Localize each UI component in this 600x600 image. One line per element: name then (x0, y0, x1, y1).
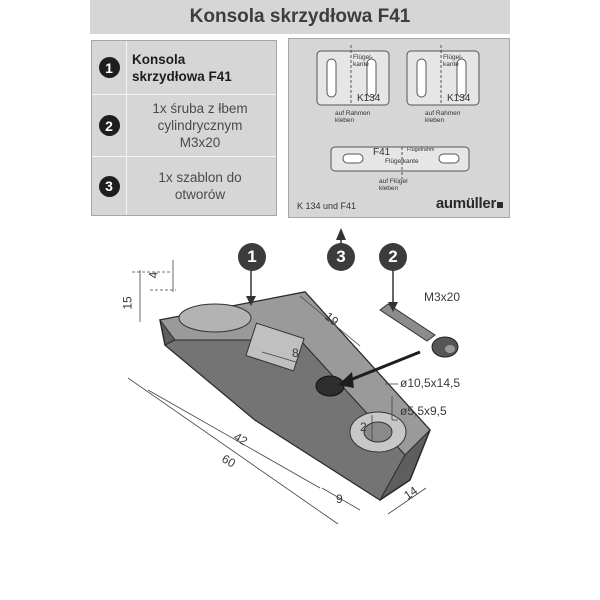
screw-size-label: M3x20 (424, 290, 461, 304)
part-number-badge: 2 (98, 115, 120, 136)
callout-badge-2: 2 (379, 243, 407, 271)
wing-bracket-part (159, 291, 431, 501)
part-description: Konsola skrzydłowa F41 (132, 51, 232, 84)
brand-logo: aumüller (436, 195, 503, 212)
dimension-lines (127, 260, 427, 525)
part-description: 1x śruba z łbem cylindrycznym M3x20 (152, 101, 248, 150)
template-code: K 134 und F41 (297, 201, 357, 211)
k134-label: K134 (447, 93, 471, 104)
template-slot (326, 58, 337, 98)
dim-label-9: 9 (336, 492, 343, 506)
template-slot (438, 153, 460, 164)
dim-line-8 (261, 351, 297, 363)
template-slot (342, 153, 364, 164)
parts-row: 1 Konsola skrzydłowa F41 (92, 41, 276, 95)
fluegelkante-label: Flügelkante (385, 158, 419, 165)
part-number-badge: 1 (98, 57, 120, 78)
dim-label-8: 8 (292, 346, 299, 360)
callout-badge-3: 3 (327, 243, 355, 271)
screw-m3x20 (379, 303, 459, 358)
assembly-arrow (344, 350, 421, 384)
part-number-badge: 3 (98, 175, 120, 197)
parts-table: 1 Konsola skrzydłowa F41 2 1x śruba z łb… (91, 40, 277, 216)
mounting-hole-small (363, 421, 393, 443)
fluegelkante-label: Flügel-kante (353, 54, 373, 68)
bracket-pocket (245, 322, 305, 372)
dim-label-15: 15 (120, 296, 135, 310)
parts-row: 2 1x śruba z łbem cylindrycznym M3x20 (92, 95, 276, 157)
template-slot (456, 58, 467, 98)
dim-line-14 (387, 487, 427, 515)
f41-label: F41 (373, 147, 391, 158)
part-description: 1x szablon do otworów (158, 170, 242, 202)
screw-socket (445, 345, 455, 353)
assembly-arrowhead (338, 372, 354, 388)
hole-small-label: ø5,5x9,5 (400, 404, 447, 418)
dim-label-2: 2 (360, 420, 367, 434)
screw-shank (379, 303, 436, 342)
fluegelkante-label: Flügel-kante (443, 54, 463, 68)
callout-badge-1: 1 (238, 243, 266, 271)
dim-line-60 (127, 377, 339, 525)
dim-label-4: 4 (146, 271, 161, 279)
parts-row: 3 1x szablon do otworów (92, 157, 276, 215)
k134-label: K134 (357, 93, 381, 104)
title-banner: Konsola skrzydłowa F41 (90, 0, 510, 34)
dim-line-42 (147, 389, 321, 489)
fluegelrahm-label: Flügelrahm (407, 147, 435, 153)
screw-hole (315, 375, 345, 397)
dim-line-19 (299, 295, 361, 347)
bracket-recess (178, 303, 252, 333)
dim-line-9 (321, 487, 361, 511)
template-plate (330, 146, 470, 172)
page-title: Konsola skrzydłowa F41 (189, 6, 411, 27)
hole-large-label: ø10,5x14,5 (400, 376, 461, 390)
template-slot (366, 58, 377, 98)
template-slot (416, 58, 427, 98)
